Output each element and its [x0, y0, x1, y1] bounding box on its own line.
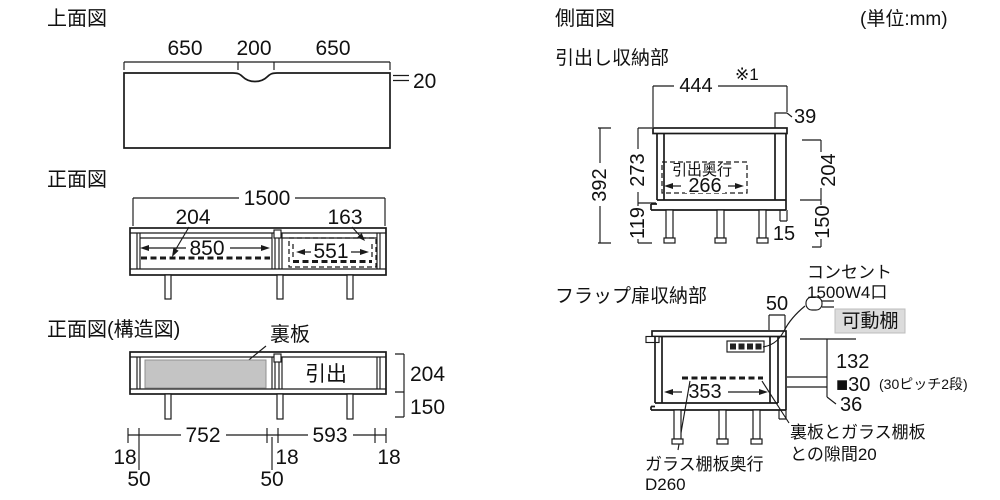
back-foot: [779, 210, 788, 222]
total-height-bracket: [598, 127, 611, 244]
flap-dim-top-edge: 50: [766, 293, 788, 315]
bottom-dimension-line: [127, 428, 387, 470]
top-dim-thickness: 20: [413, 70, 436, 93]
drawer-dim-inner-height: 273: [627, 153, 649, 186]
drawer-dim-opening-height: 204: [818, 153, 840, 186]
power-strip-outlets: [730, 343, 762, 350]
side-view-header: 側面図 (単位:mm): [555, 7, 948, 30]
height-bracket: [395, 353, 405, 418]
structure-dim-edge-right: 18: [377, 446, 400, 469]
outlet-label-line2: 1500W4口: [807, 283, 887, 302]
cabinet-front-inner-lines: [130, 232, 386, 270]
drawer-label: 引出: [305, 363, 347, 386]
footnote-ref: ※1: [735, 65, 759, 84]
plug-icon: [805, 296, 834, 311]
flap-dim-shelf-top: 132: [836, 351, 869, 373]
drawer-dim-total-height: 392: [589, 168, 611, 201]
front-dim-total: 1500: [244, 187, 291, 210]
thickness-marker: [393, 74, 409, 82]
front-dim-left-inner: 850: [189, 237, 224, 260]
top-width-dimension-line: [123, 61, 391, 70]
side-view-flap-section: フラップ扉収納部 50 コンセント 1500W4口 可動棚 132 ■30 (3…: [555, 263, 968, 494]
structure-view-legs: [164, 393, 354, 420]
power-cord: [762, 305, 806, 348]
movable-shelf-badge: [834, 308, 906, 334]
glass-note-line1: ガラス棚板奥行: [645, 455, 764, 474]
flap-dim-inner-width: 353: [688, 381, 721, 403]
side-body-outline: [650, 133, 787, 211]
structure-view: 正面図(構造図) 裏板 引出 204 150 752 593 18 18 18 …: [47, 318, 445, 491]
shelf-pitch-bracket: [787, 338, 856, 405]
top-view: 上面図 650 200 650 20: [47, 7, 436, 149]
movable-shelf-label: 可動棚: [841, 310, 898, 332]
depth-dimension-line: [652, 85, 788, 127]
gap-note-line2: との隙間20: [790, 445, 877, 464]
structure-dim-body-height: 204: [410, 363, 445, 386]
divider-latch: [273, 229, 282, 239]
pitch-note: (30ピッチ2段): [879, 376, 968, 392]
gap-note-line1: 裏板とガラス棚板: [790, 422, 926, 442]
side-flap-legs: [671, 409, 763, 445]
opening-height-bracket: [800, 139, 822, 248]
cabinet-front-outline: [129, 227, 387, 276]
inner-height-bracket: [637, 127, 656, 244]
cabinet-structure-inner-lines: [130, 356, 386, 390]
outlet-label-line1: コンセント: [807, 263, 892, 282]
structure-dim-span-left: 752: [185, 424, 220, 447]
drawer-depth-dashed-box: [661, 161, 748, 194]
drawer-depth-value: 266: [688, 175, 721, 197]
divider-latch-structure: [273, 353, 282, 363]
structure-dim-leg-offset-left: 50: [127, 468, 150, 491]
cabinet-structure-outline: [129, 351, 387, 395]
pitch-value: ■30: [836, 374, 870, 396]
front-view: 正面図 1500 850 204 163 551: [47, 169, 387, 300]
gap-note-leader: [761, 380, 790, 424]
front-dim-right-inner: 551: [313, 240, 348, 263]
units-note: (単位:mm): [860, 8, 948, 30]
front-dim-left-leader: 204: [175, 206, 210, 229]
back-panel-label: 裏板: [270, 323, 310, 346]
flap-top-panel: [651, 330, 787, 338]
side-drawer-legs: [663, 209, 769, 244]
flap-section-title: フラップ扉収納部: [555, 285, 707, 307]
structure-dim-span-right: 593: [312, 424, 347, 447]
front-view-legs: [164, 274, 354, 300]
drawer-dim-depth: 444: [679, 75, 712, 97]
drawer-dim-leg-height: 150: [812, 205, 834, 238]
glass-note-line2: D260: [645, 475, 686, 494]
drawer-section-title: 引出し収納部: [555, 47, 669, 69]
flap-dim-shelf-bottom: 36: [840, 394, 862, 416]
side-view-title: 側面図: [555, 7, 615, 30]
side-top-panel: [652, 127, 788, 135]
back-panel-shaded: [144, 359, 267, 389]
back-gap-bracket: [774, 112, 793, 128]
structure-dim-edge-mid: 18: [275, 446, 298, 469]
structure-dim-edge-left: 18: [113, 446, 136, 469]
drawer-depth-label: 引出奥行: [672, 162, 732, 179]
drawer-dim-foot: 15: [773, 223, 795, 245]
top-dim-center: 200: [236, 37, 271, 60]
top-edge-bracket: [768, 314, 786, 330]
flap-drawer-dashed-sides: [292, 244, 373, 259]
side-view-drawer-section: 引出し収納部 ※1 444 39 15 引出奥行 266 392 273 119…: [555, 47, 840, 248]
top-dim-left: 650: [167, 37, 202, 60]
front-dim-right-leader: 163: [327, 206, 362, 229]
flap-drawer-dashed-outline: [288, 237, 377, 268]
top-panel-outline: [123, 72, 391, 149]
structure-dim-leg-offset-mid: 50: [260, 468, 283, 491]
drawer-dim-back-gap: 39: [794, 106, 816, 128]
front-view-title: 正面図: [47, 169, 107, 191]
flap-front-tab: [645, 335, 660, 344]
top-view-title: 上面図: [47, 7, 107, 30]
top-dim-right: 650: [315, 37, 350, 60]
structure-view-title: 正面図(構造図): [47, 318, 180, 341]
drawer-dim-leg-clearance: 119: [627, 207, 649, 239]
structure-dim-leg-height: 150: [410, 396, 445, 419]
